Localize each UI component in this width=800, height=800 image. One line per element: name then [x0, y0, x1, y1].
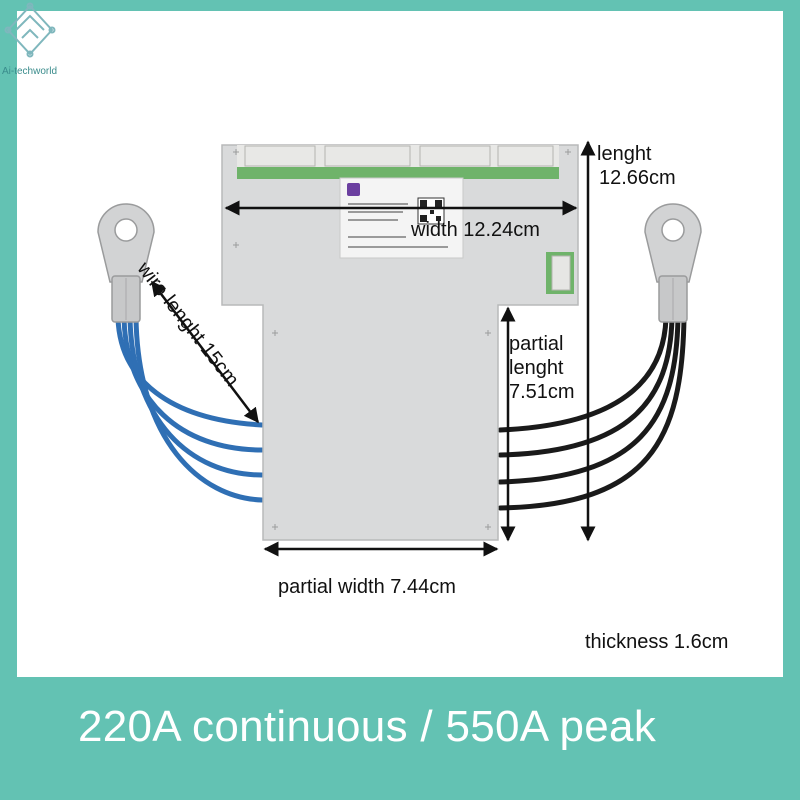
width-label: width 12.24cm	[411, 219, 540, 241]
circuit-logo-icon	[4, 2, 56, 58]
black-wires	[497, 315, 687, 511]
dimension-lines	[151, 140, 596, 557]
partial-length-label: partial lenght 7.51cm	[509, 333, 575, 403]
bms-logo-icon	[347, 183, 360, 196]
right-ring-terminal	[644, 203, 702, 323]
thickness-label: thickness 1.6cm	[585, 631, 729, 653]
watermark-logo: Ai-techworld	[0, 0, 70, 85]
current-rating-banner: 220A continuous / 550A peak	[78, 702, 657, 751]
watermark-brand-text: Ai-techworld	[2, 66, 58, 77]
partial-width-label: partial width 7.44cm	[278, 576, 456, 598]
wire-length-arrow	[151, 280, 259, 424]
left-ring-terminal	[97, 203, 155, 323]
length-label: lenght 12.66cm	[597, 143, 676, 189]
